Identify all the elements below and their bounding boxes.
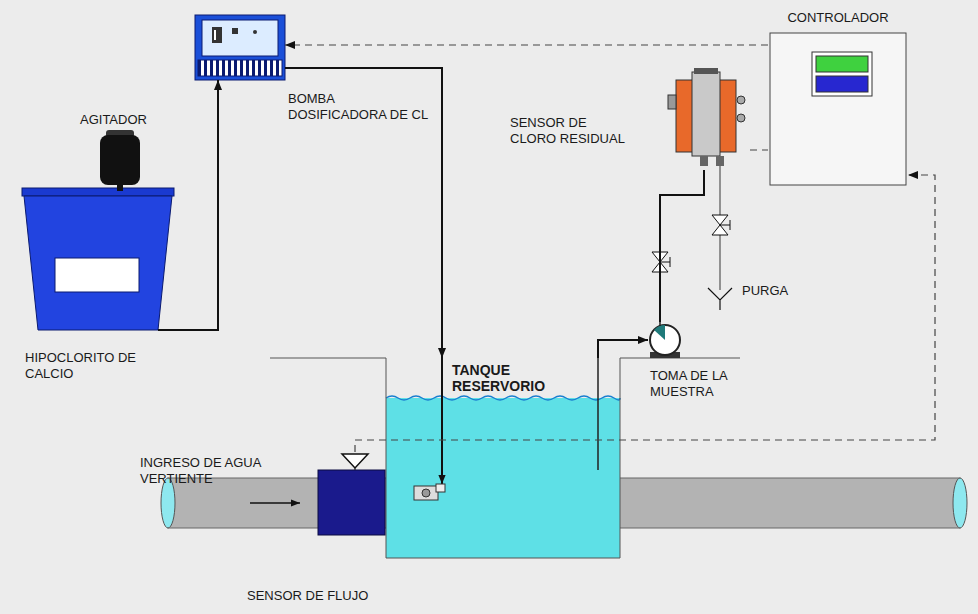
sensor-knob (737, 114, 745, 122)
pump-display (214, 30, 216, 40)
sensor-fitting (700, 156, 708, 166)
controller: CONTROLADOR (768, 10, 908, 185)
sensor-signal (750, 149, 768, 150)
injector (422, 489, 430, 497)
pump-outlet (659, 322, 661, 326)
dosing-pipe (441, 358, 443, 484)
valve-handle (730, 220, 731, 230)
dosing-pump: BOMBA DOSIFICADORA DE CL (195, 15, 285, 80)
tank-wall (386, 558, 620, 559)
sensor-drawing (668, 68, 745, 166)
reservoir-drawing (386, 358, 620, 558)
node-label: SENSOR DE FLUJO (247, 588, 387, 604)
purge-line (708, 166, 732, 310)
ground-line (270, 358, 386, 359)
node-label: HIPOCLORITO DE CALCIO (25, 350, 165, 382)
sensor-knob (668, 95, 676, 109)
sample-pipe (598, 340, 648, 358)
node-label: TANQUE RESERVORIO (452, 362, 557, 394)
node-label: CONTROLADOR (768, 10, 908, 26)
sample-pump-drawing (650, 252, 680, 358)
flow-sensor-body (318, 470, 385, 535)
sample-pipe (660, 170, 704, 322)
node-label: SENSOR DE CLORO RESIDUAL (510, 115, 630, 147)
sensor-fitting (716, 156, 724, 166)
chlorine-sensor: SENSOR DE CLORO RESIDUAL (665, 68, 750, 170)
drain-symbol (708, 288, 732, 310)
screen-green (816, 56, 868, 72)
controller-drawing (770, 33, 906, 185)
pump-body (195, 15, 285, 80)
tank-wall (620, 358, 621, 558)
injector (436, 484, 445, 492)
inlet-label: INGRESO DE AGUA VERTIENTE (140, 455, 270, 487)
valve-handle (720, 225, 730, 226)
pump-fins (198, 60, 282, 76)
sample-pump: TOMA DE LA MUESTRA (648, 322, 682, 360)
dosing-pipe (285, 68, 442, 358)
node-label: AGITADOR (80, 112, 170, 128)
valve-handle (660, 262, 670, 263)
flow-sensor-drawing (250, 454, 385, 535)
valve-symbol (712, 215, 728, 225)
screen-blue (816, 76, 868, 92)
pipe-end (953, 478, 967, 528)
water-body (386, 398, 620, 558)
pump-panel (202, 20, 278, 56)
injector (414, 486, 438, 500)
dosing-pump-drawing (195, 15, 285, 80)
pump-impeller (654, 325, 665, 340)
controller-housing (770, 33, 906, 185)
water-surface (386, 396, 620, 400)
pump-display (212, 27, 222, 43)
flow-sensor-symbol (342, 454, 368, 468)
flow-sensor: SENSOR DE FLUJO (245, 452, 387, 607)
node-label: BOMBA DOSIFICADORA DE CL (288, 91, 434, 123)
reservoir-tank: TANQUE RESERVORIO (386, 358, 620, 558)
tank-window (55, 258, 139, 292)
agitator-shaft (117, 185, 123, 191)
pump-casing (650, 325, 680, 355)
sensor-cell (692, 72, 720, 156)
agitator-drawing (22, 130, 174, 330)
node-label: TOMA DE LA MUESTRA (650, 368, 750, 400)
valve-handle (670, 257, 671, 267)
pump-button (232, 28, 238, 34)
solution-pipe (170, 80, 218, 330)
tank-wall (386, 358, 387, 558)
tank-rim (22, 188, 174, 196)
agitator-motor (100, 135, 140, 185)
controller-screen (812, 52, 872, 96)
purge-label: PURGA (742, 283, 812, 299)
sensor-knob (737, 96, 745, 104)
sample-pipe (597, 358, 599, 470)
control-signal (285, 44, 768, 45)
sensor-cap (694, 68, 718, 74)
flow-signal (355, 175, 935, 452)
pump-led (253, 30, 257, 34)
flow-sensor-stem (355, 468, 356, 470)
mixing-tank-body (24, 196, 172, 330)
mixing-tank: AGITADOR HIPOCLORITO DE CALCIO (20, 108, 170, 388)
valve-symbol (712, 225, 728, 235)
flow-arrow (250, 502, 300, 504)
outlet-pipe (158, 329, 170, 331)
